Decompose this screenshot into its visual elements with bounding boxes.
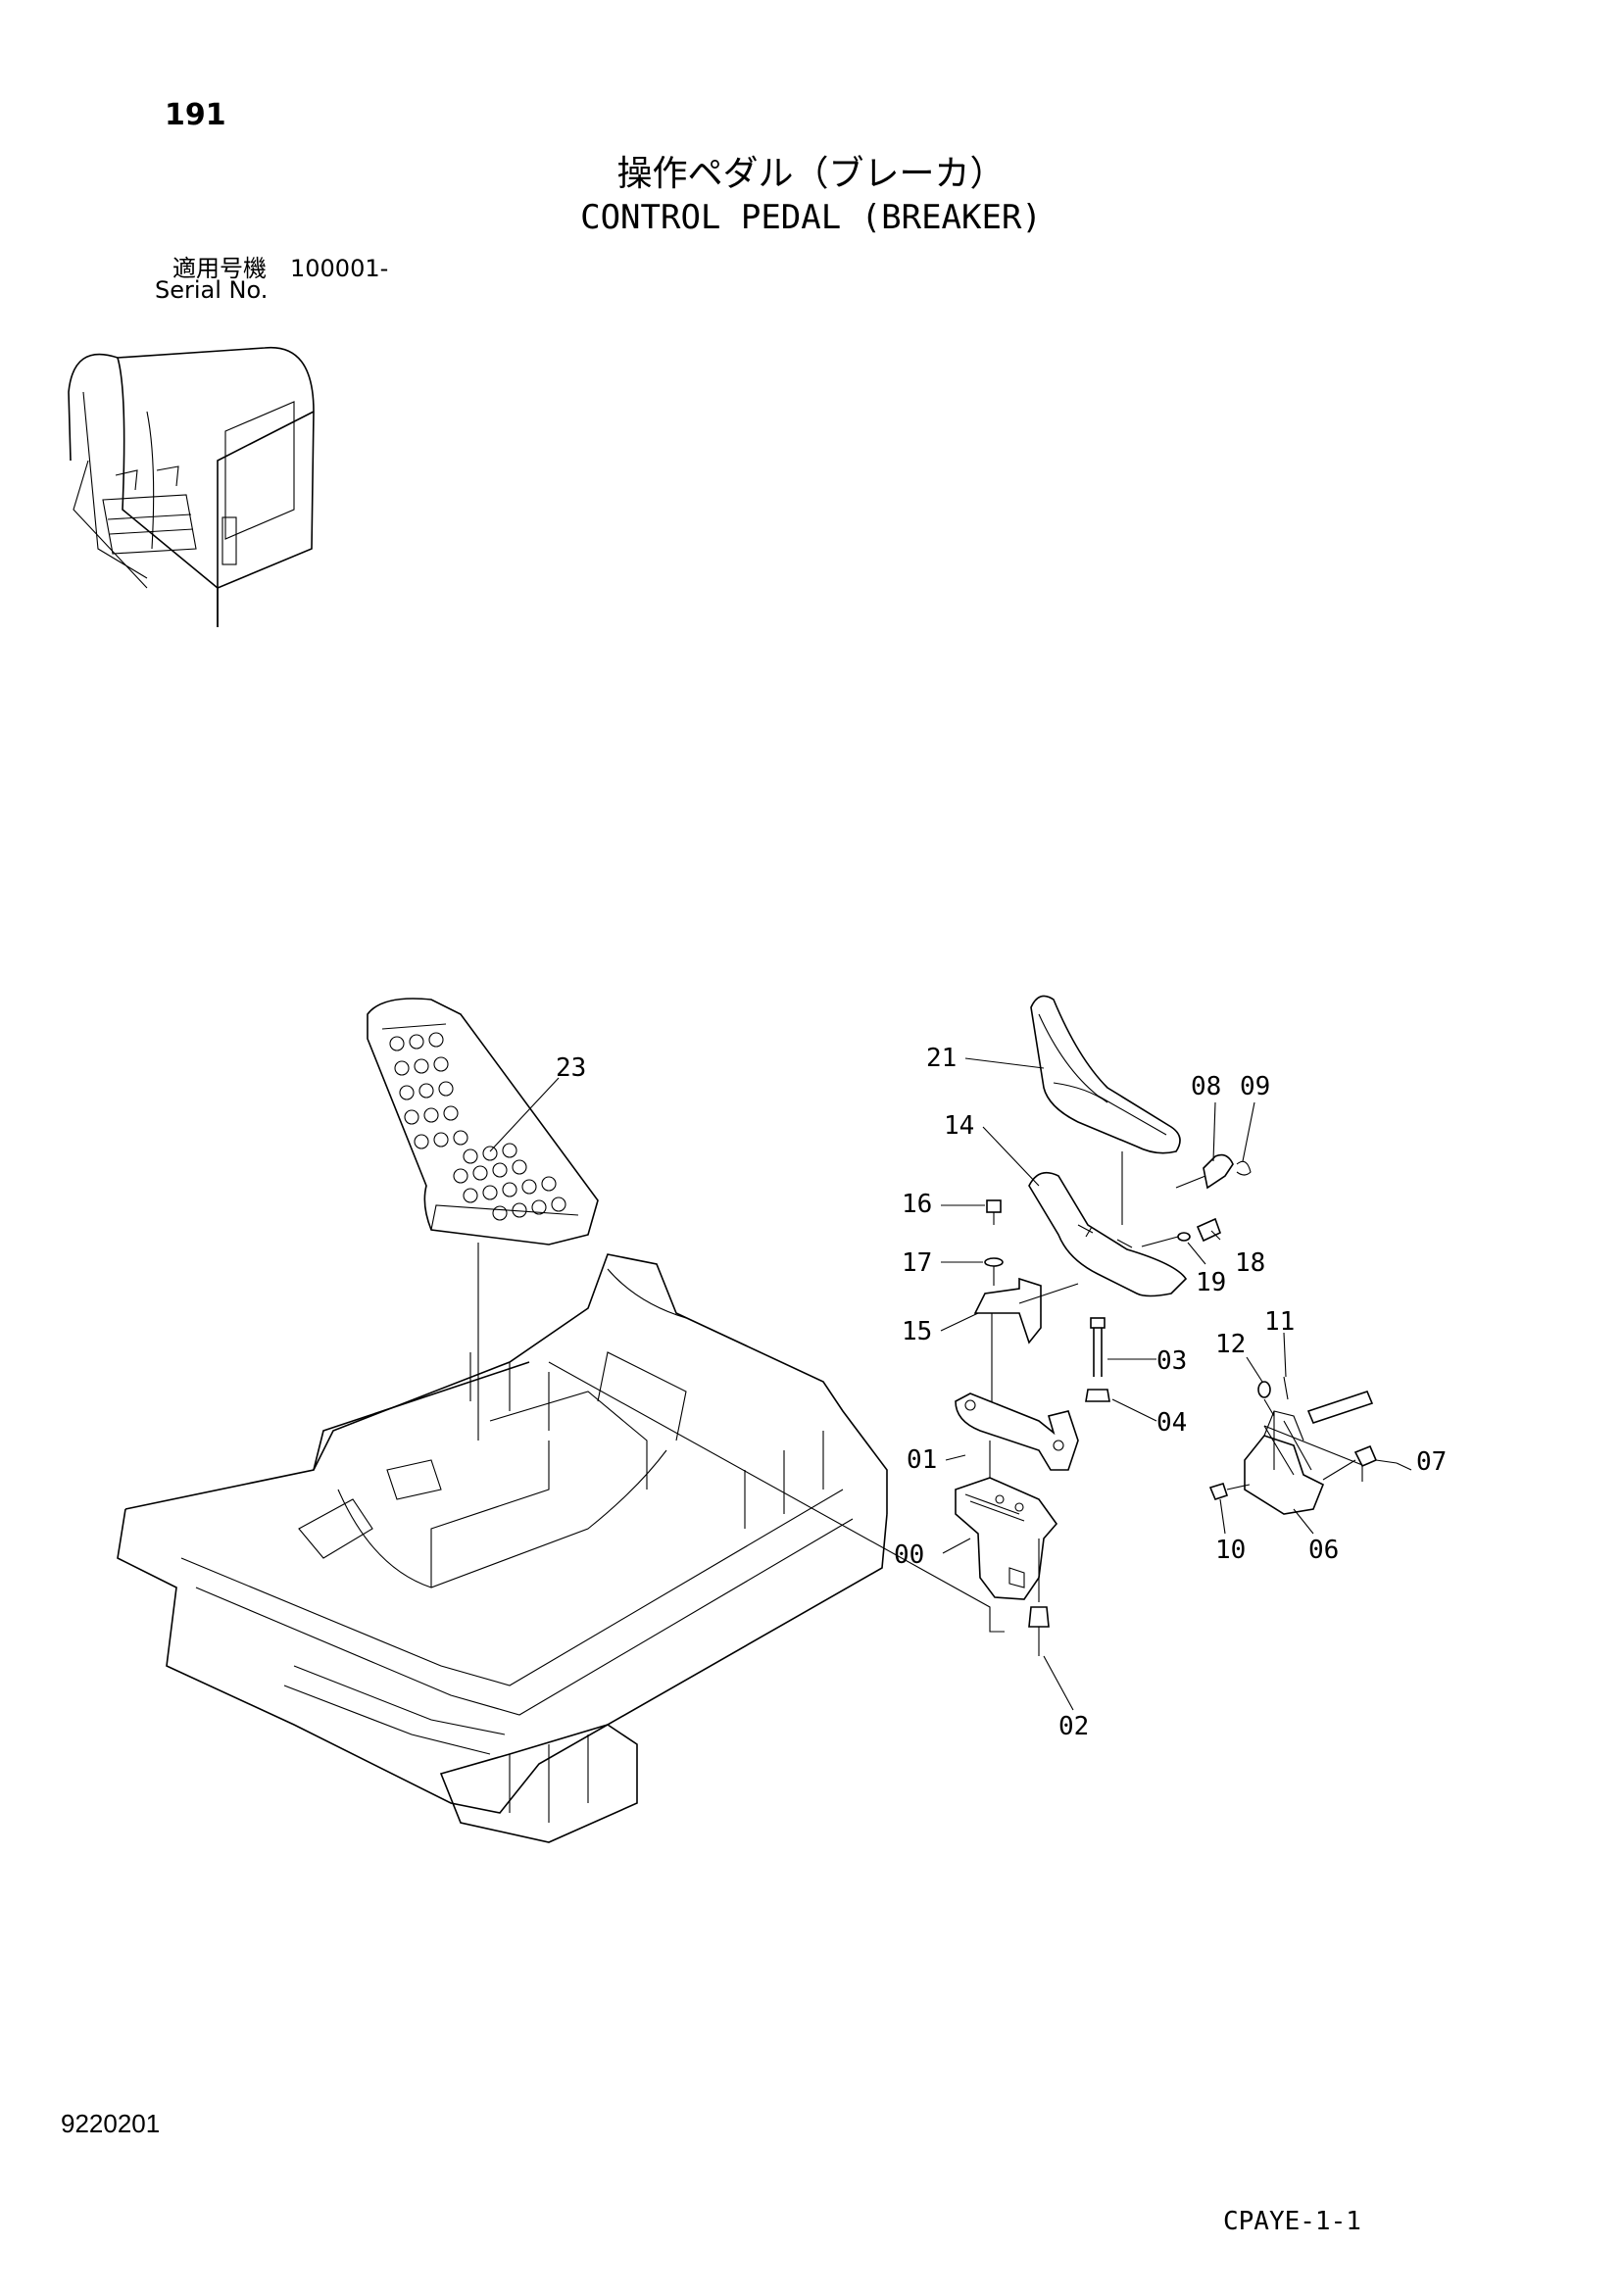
part-18-19-bolt-washer (1141, 1217, 1221, 1247)
callout-11: 11 (1264, 1307, 1295, 1337)
callout-14: 14 (944, 1111, 974, 1141)
switch-assembly-guide-line (1263, 1425, 1363, 1482)
part-02-bolt (1028, 1539, 1050, 1656)
callout-15: 15 (902, 1317, 932, 1346)
part-16-17-screw-washer (984, 1199, 1004, 1286)
page-title-japanese: 操作ペダル（ブレーカ） (616, 154, 1006, 194)
callout-labels: 23 21 08 09 14 16 17 18 19 15 11 12 03 0… (556, 1044, 1447, 1741)
callout-12: 12 (1215, 1330, 1246, 1359)
part-03-04-bolt-nut (1085, 1317, 1110, 1402)
callout-16: 16 (902, 1190, 932, 1219)
callout-18: 18 (1235, 1248, 1265, 1278)
callout-21: 21 (926, 1044, 957, 1073)
callout-19: 19 (1196, 1268, 1226, 1297)
sheet-code: CPAYE-1-1 (1223, 2207, 1361, 2236)
callout-23: 23 (556, 1053, 586, 1083)
part-11-12-pin-washer (1257, 1376, 1289, 1417)
part-10-screw (1208, 1483, 1251, 1500)
callout-01: 01 (907, 1445, 937, 1475)
callout-06: 06 (1308, 1536, 1339, 1565)
callout-08: 08 (1191, 1072, 1221, 1101)
part-08-09-clevis (1175, 1153, 1252, 1190)
part-00-pilot-valve (955, 1477, 1058, 1600)
cab-floor-plate (117, 1253, 888, 1843)
part-21-pedal-cover (1030, 995, 1181, 1225)
cab-locator-thumbnail (68, 346, 315, 627)
part-23-pedal-pad (367, 998, 599, 1441)
part-01-mounting-plate (955, 1392, 1079, 1480)
serial-number-label: Serial No. (155, 276, 269, 304)
assembly-guide-line (548, 1361, 1005, 1633)
callout-02: 02 (1058, 1712, 1089, 1741)
serial-applicability-japanese: 適用号機 100001- (172, 255, 389, 282)
leader-lines (489, 1057, 1412, 1711)
document-code: 9220201 (61, 2109, 161, 2138)
callout-04: 04 (1156, 1408, 1187, 1438)
callout-03: 03 (1156, 1346, 1187, 1376)
callout-07: 07 (1416, 1447, 1447, 1477)
part-14-pedal (1028, 1171, 1188, 1297)
part-06-switch-bracket (1244, 1391, 1374, 1515)
callout-00: 00 (894, 1540, 924, 1570)
callout-09: 09 (1240, 1072, 1270, 1101)
callout-17: 17 (902, 1248, 932, 1278)
page-title: CONTROL PEDAL (BREAKER) (580, 198, 1042, 237)
callout-10: 10 (1215, 1536, 1246, 1565)
page-number: 191 (165, 98, 226, 132)
part-15-bracket (973, 1277, 1079, 1411)
part-07-bolt (1322, 1444, 1398, 1481)
